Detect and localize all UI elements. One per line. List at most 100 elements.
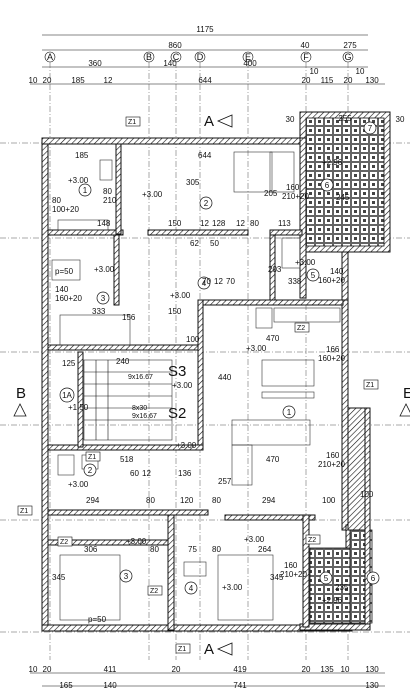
svg-text:160: 160 — [284, 561, 298, 570]
dim-185: 185 — [71, 76, 85, 85]
svg-text:160: 160 — [286, 183, 300, 192]
room-num-2-upper: 2 — [204, 199, 209, 208]
svg-text:80: 80 — [146, 496, 155, 505]
svg-text:80: 80 — [212, 496, 221, 505]
room-num-3-lower: 3 — [124, 572, 129, 581]
svg-text:345: 345 — [270, 573, 284, 582]
svg-text:741: 741 — [233, 681, 247, 690]
svg-text:419: 419 — [233, 665, 247, 674]
svg-text:150: 150 — [168, 219, 182, 228]
room-num-1-upper: 1 — [83, 186, 88, 195]
svg-text:F: F — [303, 52, 309, 62]
svg-text:+3.00: +3.00 — [126, 537, 147, 546]
dim-10b: 10 — [356, 67, 365, 76]
dim-10a: 10 — [310, 67, 319, 76]
room-num-6-upper: 6 — [325, 181, 330, 190]
svg-text:70: 70 — [202, 277, 211, 286]
svg-text:128: 128 — [212, 219, 226, 228]
svg-text:140: 140 — [55, 285, 69, 294]
svg-text:Z1: Z1 — [128, 119, 136, 126]
room-num-2-lower: 2 — [88, 466, 93, 475]
stair-s3-spec: 9x16.67 — [128, 374, 153, 381]
svg-text:Z1: Z1 — [178, 646, 186, 653]
svg-text:338: 338 — [288, 277, 302, 286]
zone-tags: Z1 Z1 Z1 Z1 Z2 Z2 Z2 Z2 Z1 — [17, 116, 379, 654]
svg-text:80: 80 — [52, 196, 61, 205]
svg-text:255: 255 — [338, 114, 352, 123]
level-296-bottom: +2.96 — [322, 596, 343, 605]
balcony-top: 255 30 30 7 — [286, 111, 405, 253]
room-numbers: 1 2 3 4 5 6 1 2 3 4 5 6 1A — [59, 178, 380, 595]
room-num-1-living: 1 — [287, 408, 292, 417]
svg-text:160+20: 160+20 — [318, 354, 345, 363]
svg-text:Z2: Z2 — [150, 588, 158, 595]
svg-text:470: 470 — [266, 334, 280, 343]
dim-140: 140 — [163, 59, 177, 68]
room-num-5-upper: 5 — [311, 271, 316, 280]
stair-tread: 8x30 — [132, 405, 147, 412]
svg-text:306: 306 — [84, 545, 98, 554]
svg-text:518: 518 — [120, 455, 134, 464]
room-num-5-lower: 5 — [324, 574, 329, 583]
svg-text:160+20: 160+20 — [318, 276, 345, 285]
svg-text:440: 440 — [218, 373, 232, 382]
svg-text:Z1: Z1 — [20, 508, 28, 515]
svg-text:470: 470 — [266, 455, 280, 464]
svg-text:257: 257 — [218, 477, 232, 486]
svg-text:100: 100 — [322, 496, 336, 505]
svg-text:166: 166 — [326, 345, 340, 354]
interior-dimensions: 185 644 305 205 160 210+20 245 80 210 80… — [52, 151, 374, 624]
svg-text:+3.00: +3.00 — [170, 291, 191, 300]
svg-text:160+20: 160+20 — [55, 294, 82, 303]
dim-10c: 10 — [29, 76, 38, 85]
dim-644: 644 — [198, 76, 212, 85]
svg-text:30: 30 — [286, 115, 295, 124]
svg-text:12: 12 — [142, 469, 151, 478]
svg-text:160: 160 — [326, 451, 340, 460]
svg-text:264: 264 — [258, 545, 272, 554]
svg-text:100+20: 100+20 — [52, 205, 79, 214]
staircase — [83, 359, 173, 441]
svg-text:20: 20 — [302, 665, 311, 674]
svg-text:10: 10 — [341, 665, 350, 674]
dim-20a: 20 — [43, 76, 52, 85]
svg-text:305: 305 — [186, 178, 200, 187]
stair-s3: S3 — [168, 363, 186, 380]
svg-text:80: 80 — [212, 545, 221, 554]
svg-text:p=50: p=50 — [88, 615, 107, 624]
svg-text:+3.00: +3.00 — [172, 381, 193, 390]
svg-text:205: 205 — [264, 189, 278, 198]
svg-text:130: 130 — [365, 681, 379, 690]
svg-text:+3.00: +3.00 — [176, 441, 197, 450]
svg-text:185: 185 — [75, 151, 89, 160]
dim-20c: 20 — [344, 76, 353, 85]
section-b: B — [16, 385, 26, 402]
svg-text:+3.00: +3.00 — [68, 480, 89, 489]
svg-text:Z2: Z2 — [308, 537, 316, 544]
svg-text:148: 148 — [97, 219, 111, 228]
stair-s2: S2 — [168, 405, 186, 422]
svg-text:12: 12 — [214, 277, 223, 286]
svg-text:A: A — [47, 52, 53, 62]
furniture — [51, 151, 341, 621]
svg-text:136: 136 — [178, 469, 192, 478]
svg-text:240: 240 — [116, 357, 130, 366]
svg-text:10: 10 — [29, 665, 38, 674]
dim-130: 130 — [365, 76, 379, 85]
dim-115: 115 — [321, 76, 334, 85]
section-e: E — [403, 385, 410, 402]
svg-text:30: 30 — [396, 115, 405, 124]
dim-400: 400 — [243, 59, 257, 68]
room-num-4-lower: 4 — [189, 584, 194, 593]
svg-text:333: 333 — [92, 307, 106, 316]
bottom-dimensions: 10 20 411 20 419 20 135 10 130 165 140 7… — [29, 665, 385, 690]
balcony-right — [299, 407, 373, 631]
stair-s2-spec: 9x16.67 — [132, 413, 157, 420]
svg-text:C: C — [173, 52, 180, 62]
svg-text:294: 294 — [86, 496, 100, 505]
svg-text:+3.00: +3.00 — [142, 190, 163, 199]
section-a-top: A — [204, 113, 214, 130]
dim-40: 40 — [301, 41, 310, 50]
svg-text:75: 75 — [188, 545, 197, 554]
room-num-1a: 1A — [62, 391, 72, 400]
